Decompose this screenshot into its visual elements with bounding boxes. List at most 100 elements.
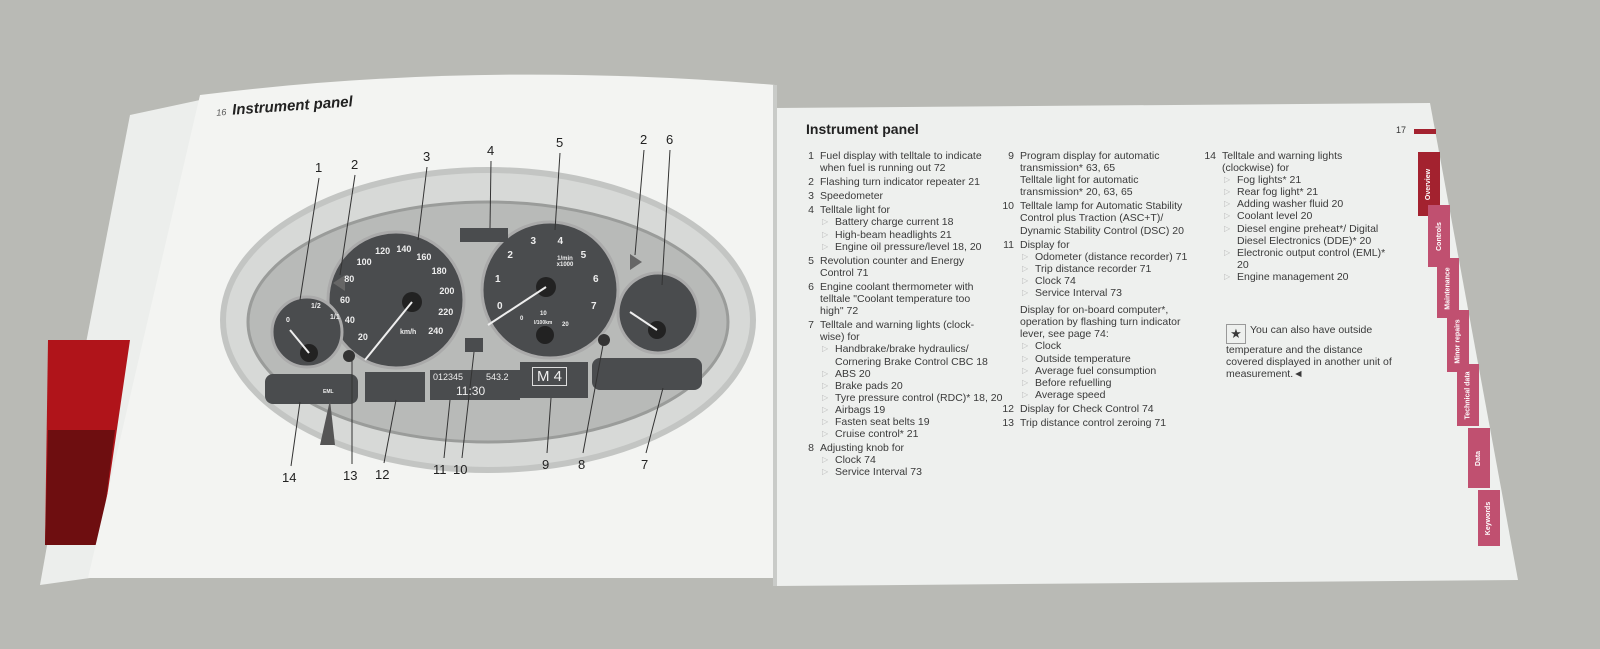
- legend-extra-sub-item: Before refuelling: [1020, 377, 1215, 389]
- legend-item-line: Control 71: [820, 266, 869, 279]
- legend-item-number: 12: [1002, 402, 1014, 415]
- legend-item-line: Dynamic Stability Control (DSC) 20: [1020, 224, 1184, 237]
- gauge-tick-label: 80: [344, 273, 355, 284]
- legend-item-line: Telltale light for automatic: [1020, 174, 1139, 187]
- legend-sub-item: Electronic output control (EML)* 20: [1222, 247, 1387, 271]
- legend-sub-item: Handbrake/brake hydraulics/ Cornering Br…: [820, 343, 1005, 367]
- fuel-gauge: [270, 295, 344, 369]
- gauge-tick-label: 160: [416, 251, 432, 262]
- legend-item-line: Program display for automatic: [1020, 150, 1160, 162]
- legend-item-number: 9: [1008, 150, 1014, 162]
- legend-sub-item: Brake pads 20: [820, 380, 1005, 392]
- instrument-cluster-illustration: [220, 149, 756, 473]
- speedometer: [326, 230, 466, 370]
- legend-item-line: Telltale light for: [820, 204, 891, 217]
- economy-0: 0: [520, 316, 524, 322]
- person-info-icon: ★: [1226, 324, 1246, 344]
- legend-item-line: Telltale and warning lights: [1222, 150, 1343, 162]
- gauge-tick-label: 120: [375, 246, 391, 257]
- legend-item-number: 1: [808, 150, 814, 162]
- tab-overview[interactable]: Overview: [1418, 152, 1440, 216]
- legend-item-line: Display for: [1020, 238, 1070, 251]
- legend-item-line: wise) for: [820, 331, 860, 344]
- legend-item-number: 6: [808, 280, 814, 293]
- legend-item-line: Telltale and warning lights (clock-: [820, 319, 975, 332]
- legend-item: 3 Speedometer: [800, 190, 1005, 202]
- callout-11: 11: [433, 462, 447, 477]
- callout-2b: 2: [640, 132, 648, 147]
- tab-technical-data[interactable]: Technical data: [1457, 364, 1479, 426]
- legend-sub-item: Trip distance recorder 71: [1020, 263, 1215, 275]
- legend-extra-sub-item: Clock: [1020, 340, 1215, 352]
- left-page-number: 16: [215, 107, 227, 118]
- clock-readout: 11:30: [456, 384, 486, 398]
- legend-item-line: Control plus Traction (ASC+T)/: [1020, 212, 1164, 225]
- economy-unit: l/100km: [534, 320, 553, 326]
- legend-item-line: Flashing turn indicator repeater 21: [820, 176, 980, 189]
- tacho-unit: 1/min x1000: [556, 256, 574, 268]
- legend-item-number: 14: [1204, 150, 1216, 162]
- legend-item-number: 10: [1002, 200, 1014, 213]
- gauge-tick-label: 220: [438, 307, 454, 318]
- note: ★You can also have outside temperature a…: [1226, 324, 1396, 380]
- coolant-gauge: [616, 271, 700, 355]
- gauge-tick-label: 40: [344, 315, 355, 326]
- callout-3: 3: [423, 149, 431, 164]
- legend-item-line: Engine coolant thermometer with: [820, 280, 974, 293]
- tab-label: Controls: [1435, 221, 1443, 251]
- right-page-title: Instrument panel: [806, 121, 919, 137]
- gauge-tick-label: 7: [590, 301, 597, 313]
- legend-item-number: 8: [808, 442, 814, 455]
- callout-10: 10: [453, 462, 468, 477]
- tab-controls[interactable]: Controls: [1428, 205, 1450, 267]
- legend-item-line: Telltale lamp for Automatic Stability: [1020, 200, 1183, 213]
- callout-6: 6: [666, 132, 674, 147]
- fuel-half: 1/2: [311, 303, 321, 310]
- tab-keywords[interactable]: Keywords: [1478, 490, 1500, 546]
- gauge-tick-label: 5: [580, 249, 587, 261]
- legend-sub-item: Cruise control* 21: [820, 428, 1005, 440]
- tab-minor-repairs[interactable]: Minor repairs: [1447, 310, 1469, 372]
- gauge-tick-label: 3: [530, 235, 537, 247]
- callout-5: 5: [556, 135, 564, 150]
- tab-label: Data: [1475, 450, 1483, 466]
- legend-extra-line: Display for on-board computer*,: [1020, 304, 1169, 317]
- tab-maintenance[interactable]: Maintenance: [1437, 258, 1459, 318]
- legend-sub-item: Clock 74: [820, 454, 1005, 466]
- callout-2: 2: [351, 157, 359, 172]
- legend-item-line: transmission* 20, 63, 65: [1020, 186, 1133, 199]
- legend-sub-item: Service Interval 73: [1020, 287, 1215, 299]
- legend-item-number: 3: [808, 190, 814, 203]
- gauge-tick-label: 200: [439, 286, 455, 297]
- legend-extra-sub-item: Outside temperature: [1020, 353, 1215, 365]
- note-text: You can also have outside temperature an…: [1226, 324, 1392, 381]
- legend-sub-item: Battery charge current 18: [820, 216, 1005, 228]
- fuel-0: 0: [286, 317, 290, 324]
- legend-sub-item: ABS 20: [820, 368, 1005, 380]
- callout-4: 4: [487, 143, 495, 158]
- callout-7: 7: [641, 457, 649, 472]
- legend-sub-item: Engine management 20: [1222, 271, 1387, 283]
- legend-item-line: Display for Check Control 74: [1020, 402, 1154, 415]
- legend-item: 12 Display for Check Control 74: [1000, 403, 1215, 415]
- legend-item: 9 Program display for automatic transmissi…: [1000, 150, 1215, 198]
- legend-sub-item: Tyre pressure control (RDC)* 18, 20: [820, 392, 1005, 404]
- callout-13: 13: [343, 468, 358, 483]
- gauge-tick-label: 140: [396, 244, 412, 255]
- tab-data[interactable]: Data: [1468, 428, 1490, 488]
- gauge-tick-label: 2: [507, 249, 513, 261]
- legend-item-line: Speedometer: [820, 190, 884, 203]
- callout-9: 9: [542, 457, 550, 472]
- gauge-tick-label: 20: [357, 332, 368, 343]
- legend-extra-line: operation by flashing turn indicator: [1020, 316, 1181, 329]
- legend-sub-item: Rear fog light* 21: [1222, 186, 1387, 198]
- legend-item-number: 5: [808, 254, 814, 267]
- callout-14: 14: [282, 470, 297, 485]
